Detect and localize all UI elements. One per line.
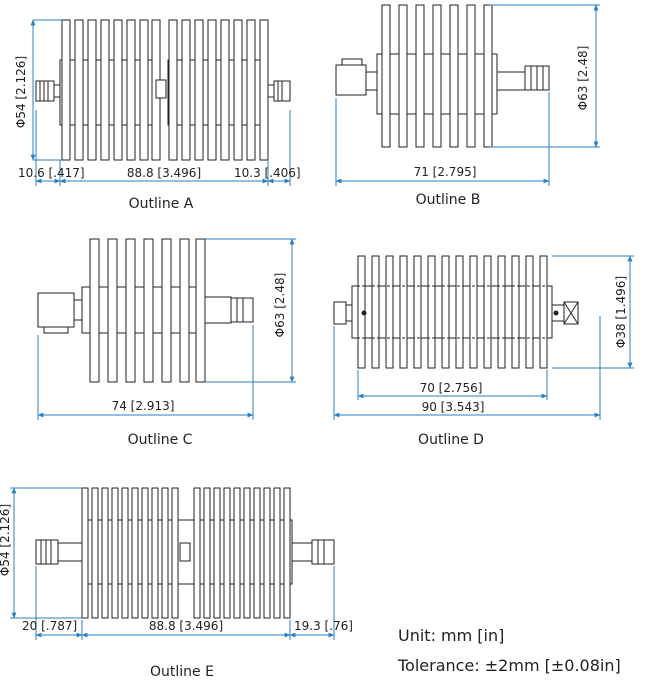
outline-d-right-dot [553,310,559,316]
outline-e-drawing [35,487,335,619]
outline-d-left-dot [361,310,367,316]
outline-c-drawing [37,238,254,383]
outline-b-diameter-label: Φ63 [2.48] [576,46,590,111]
unit-note: Unit: mm [in] [398,626,505,645]
outline-e-diameter-label: Φ54 [2.126] [0,504,12,576]
outline-a-diameter-label: Φ54 [2.126] [14,56,28,128]
outline-d-drawing [333,255,579,369]
outline-e-left-connector-label: 20 [.787] [22,619,77,633]
outline-d-overall-length-label: 90 [3.543] [422,400,485,414]
outline-a-dimensions [30,19,291,186]
outline-d-body-length-label: 70 [2.756] [420,381,483,395]
outline-e-right-connector-label: 19.3 [.76] [294,619,353,633]
outline-e-body-length-label: 88.8 [3.496] [149,619,223,633]
outline-a-caption: Outline A [129,196,194,212]
outline-b-length-label: 71 [2.795] [414,165,477,179]
outline-a-left-connector-label: 10.6 [.417] [18,166,85,180]
outline-a-right-connector-label: 10.3 [.406] [234,166,301,180]
outline-c-diameter-label: Φ63 [2.48] [273,273,287,338]
outline-b-dimensions [335,4,600,186]
outline-d-caption: Outline D [418,432,484,448]
outline-a-drawing [35,19,291,161]
outline-c-length-label: 74 [2.913] [112,399,175,413]
outline-e-dimensions [10,487,335,640]
outline-e-caption: Outline E [150,664,214,680]
outline-c-dimensions [37,238,296,420]
outline-a-right-fins [168,19,269,161]
outline-b-caption: Outline B [416,192,481,208]
tolerance-note: Tolerance: ±2mm [±0.08in] [398,656,621,675]
outline-d-diameter-label: Φ38 [1.496] [614,276,628,348]
outline-b-drawing [335,4,550,148]
outline-d-dimensions [333,255,634,420]
outline-a-body-length-label: 88.8 [3.496] [127,166,201,180]
outline-c-caption: Outline C [128,432,193,448]
